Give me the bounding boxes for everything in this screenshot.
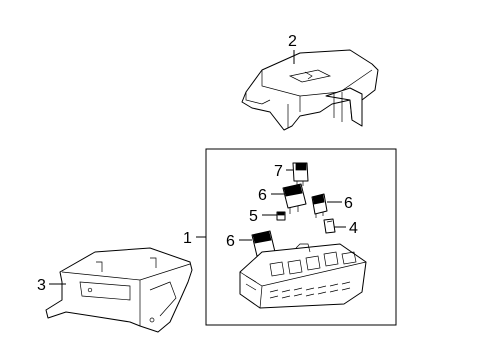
callout-3: 3 bbox=[37, 277, 46, 294]
relay-6-right bbox=[311, 193, 328, 218]
callout-4: 4 bbox=[349, 220, 358, 237]
fuse-box-cover bbox=[241, 49, 379, 131]
relay-6-top bbox=[282, 183, 307, 214]
callout-7: 7 bbox=[274, 163, 283, 180]
callout-5: 5 bbox=[249, 208, 258, 225]
fuse-5 bbox=[276, 211, 286, 221]
callout-1: 1 bbox=[183, 230, 192, 247]
callout-6-right: 6 bbox=[344, 195, 353, 212]
relay-small-7 bbox=[292, 162, 309, 186]
fuse-block-base bbox=[239, 243, 367, 309]
fuse-4 bbox=[323, 218, 336, 234]
lower-tray bbox=[45, 247, 193, 333]
callout-6-top: 6 bbox=[258, 187, 267, 204]
callout-6-left: 6 bbox=[226, 233, 235, 250]
callout-2: 2 bbox=[288, 33, 297, 50]
